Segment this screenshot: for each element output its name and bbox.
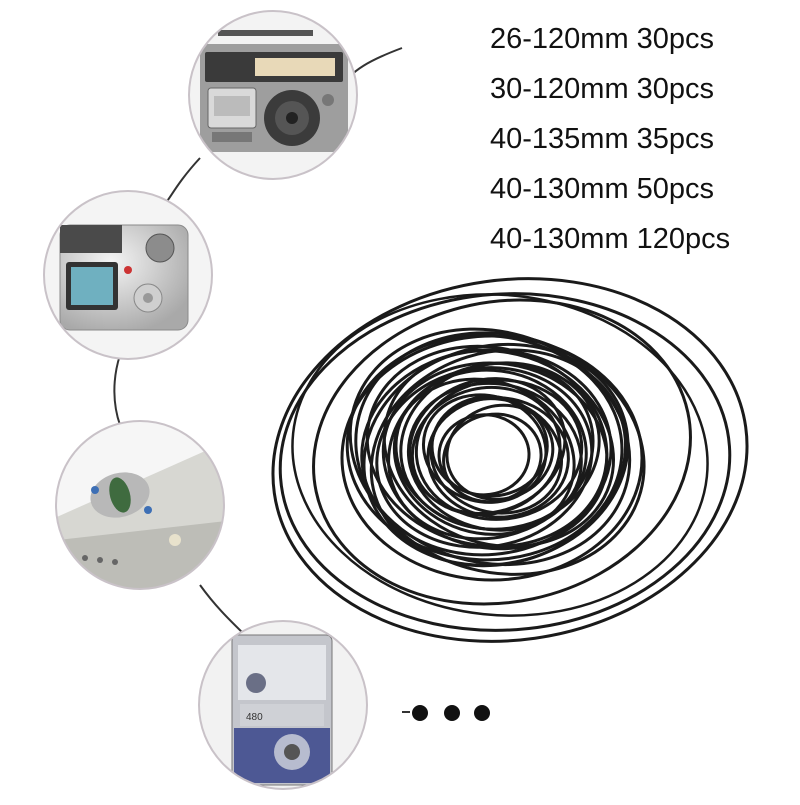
connector-line bbox=[113, 47, 410, 713]
spec-line: 26-120mm 30pcs bbox=[490, 23, 715, 55]
belt-coil bbox=[406, 381, 583, 532]
belt-coil bbox=[369, 348, 628, 568]
thumbnail-badge: 480 bbox=[246, 712, 263, 723]
more-items-indicator bbox=[412, 705, 490, 721]
thumbnail-portable-player bbox=[55, 420, 225, 590]
thumbnail-cassette-radio bbox=[188, 10, 358, 180]
spec-list: 26-120mm 30pcs 30-120mm 30pcs 40-135mm 3… bbox=[490, 14, 730, 264]
spec-line: 30-120mm 30pcs bbox=[490, 73, 715, 105]
belt-coil bbox=[414, 378, 584, 521]
thumbnail-digital-camera bbox=[43, 190, 213, 360]
rubber-belts bbox=[271, 277, 749, 643]
belt-coil bbox=[437, 413, 531, 497]
belt-coil bbox=[430, 394, 549, 498]
belt-coil bbox=[345, 333, 624, 562]
spec-line: 40-130mm 120pcs bbox=[490, 223, 731, 255]
spec-line: 40-130mm 50pcs bbox=[490, 173, 715, 205]
thumbnail-walkman: 480 bbox=[198, 620, 368, 790]
spec-line: 40-135mm 35pcs bbox=[490, 123, 715, 155]
